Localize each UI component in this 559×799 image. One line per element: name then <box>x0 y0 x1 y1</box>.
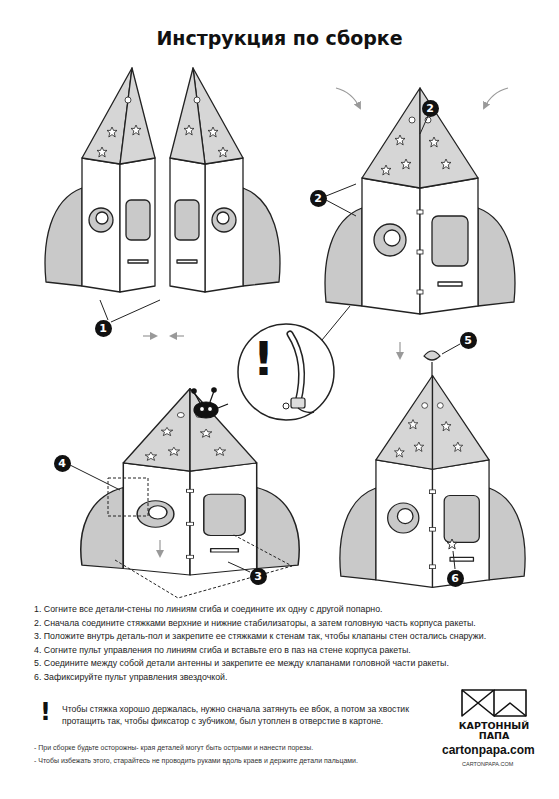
logo-name: КАРТОННЫЙ ПАПА <box>452 721 536 741</box>
callout-number: 2 <box>422 100 439 117</box>
callout-number: 2 <box>310 190 327 207</box>
instruction-list: 1. Согните все детали-стены по линиям сг… <box>34 603 534 685</box>
instruction-step: 6. Зафиксируйте пульт управления звездоч… <box>34 671 534 685</box>
instruction-step: 1. Согните все детали-стены по линиям сг… <box>34 603 534 617</box>
warning-mark: ! <box>253 322 273 382</box>
instruction-step: 5. Соедините между собой детали антенны … <box>34 657 534 671</box>
safety-note: - Чтобы избежать этого, старайтесь не пр… <box>34 756 434 765</box>
logo-url: cartonpapa.com <box>442 744 535 757</box>
instruction-step: 2. Сначала соедините стяжками верхние и … <box>34 617 534 631</box>
callout-number: 1 <box>95 320 112 337</box>
instruction-step: 4. Согните пульт управления по линиям сг… <box>34 644 534 658</box>
safety-note: - При сборке будьте осторожны- края дета… <box>34 743 434 752</box>
callout-label: 2 <box>314 193 322 204</box>
callout-label: 2 <box>426 103 434 114</box>
callout-number: 6 <box>447 570 464 587</box>
callout-number: 3 <box>250 568 267 585</box>
callout-label: 4 <box>58 458 66 469</box>
note-text: Чтобы стяжка хорошо держалась, нужно сна… <box>62 703 434 727</box>
detail-circle: ! <box>236 322 336 422</box>
page-title: Инструкция по сборке <box>0 27 559 49</box>
tie-strap-detail <box>236 322 336 422</box>
callout-label: 6 <box>451 573 459 584</box>
logo-url-small: CARTONPAPA.COM <box>462 761 513 768</box>
warning-mark: ! <box>40 700 51 724</box>
callout-label: 1 <box>99 323 107 334</box>
callout-label: 5 <box>464 335 472 346</box>
callout-number: 4 <box>54 455 71 472</box>
callout-number: 5 <box>460 332 477 349</box>
callout-label: 3 <box>254 571 262 582</box>
instruction-step: 3. Положите внутрь деталь-пол и закрепит… <box>34 630 534 644</box>
